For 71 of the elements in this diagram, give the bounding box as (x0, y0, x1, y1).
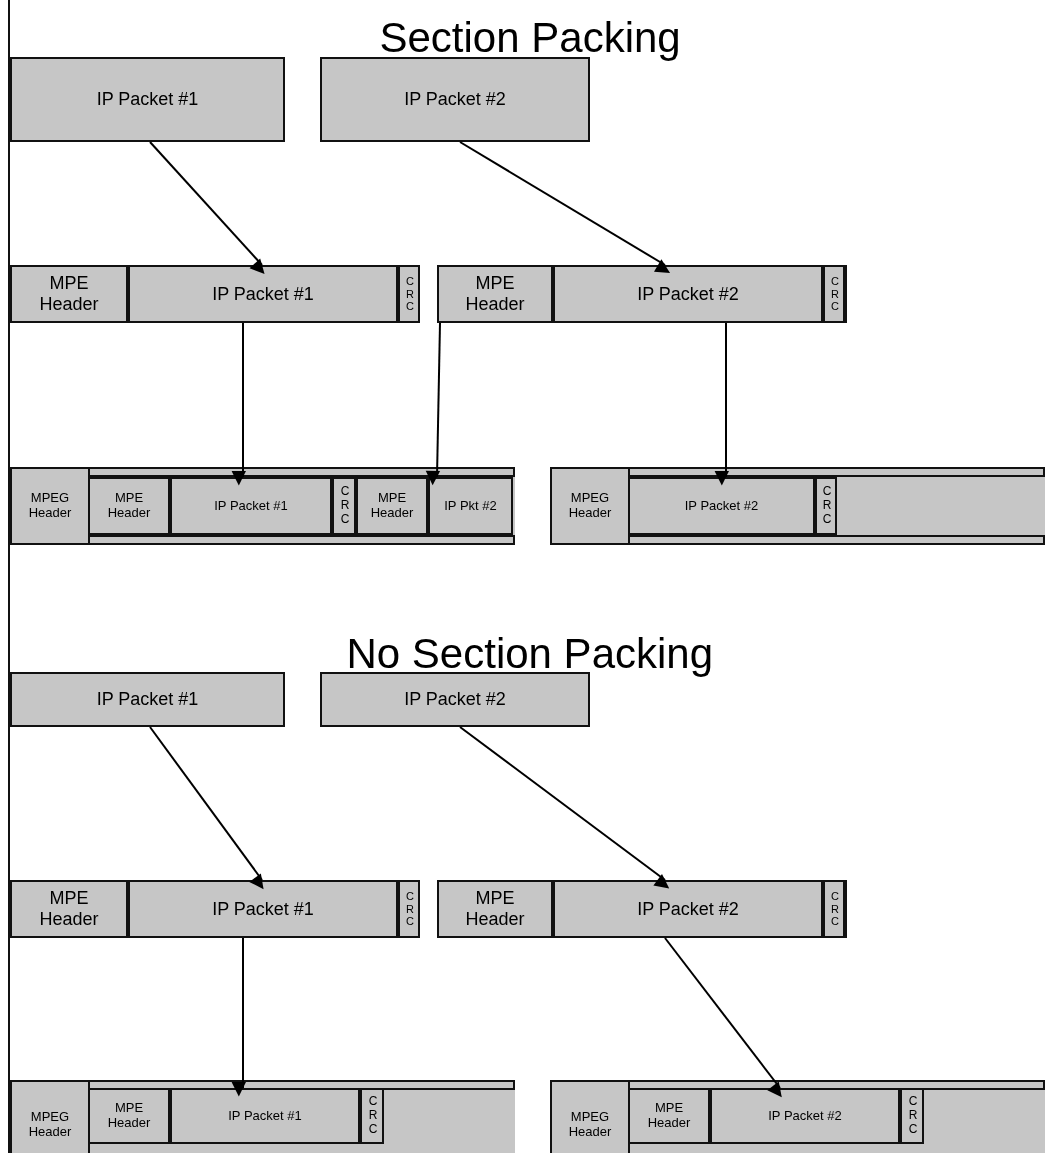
field-label: C R C (405, 275, 413, 313)
arrow (459, 726, 670, 889)
ts-packet-box (10, 467, 515, 545)
mpe-section-box (437, 265, 847, 323)
field-box (553, 880, 823, 938)
field-label: MPE Header (646, 1101, 692, 1131)
ts-packet-box (550, 467, 1045, 545)
field-label: C R C (830, 890, 838, 928)
field-box (170, 1088, 360, 1144)
field-label: IP Packet #1 (212, 898, 314, 920)
field-label: C R C (830, 275, 838, 313)
field-label: MPEG Header (567, 491, 613, 521)
field-label: IP Packet #2 (404, 89, 506, 110)
field-box (128, 265, 398, 323)
arrow (231, 937, 246, 1097)
arrow (231, 322, 246, 486)
crc-field-box (823, 265, 845, 323)
field-label: MPE Header (106, 1101, 152, 1131)
field-label: IP Pkt #2 (444, 498, 497, 514)
field-label: C R C (822, 485, 830, 527)
arrow (149, 141, 265, 275)
field-label: IP Packet #1 (96, 89, 199, 110)
field-label: MPE Header (369, 491, 415, 521)
field-label: IP Packet #2 (637, 283, 739, 305)
field-label: IP Packet #1 (214, 498, 288, 514)
field-label: MPEG Header (567, 1110, 613, 1140)
field-box (88, 1088, 170, 1144)
field-label: C R C (405, 890, 413, 928)
crc-field-box (332, 477, 356, 535)
arrow (149, 726, 264, 890)
crc-field-box (900, 1088, 924, 1144)
arrow (459, 141, 671, 273)
crc-field-box (815, 477, 837, 535)
field-box (170, 477, 332, 535)
field-label: MPE Header (464, 273, 526, 315)
field-label: MPE Header (38, 273, 100, 315)
arrow (425, 322, 441, 486)
field-box (628, 1088, 710, 1144)
field-label: MPE Header (38, 888, 100, 930)
packet-box (10, 57, 285, 142)
field-box (710, 1088, 900, 1144)
field-box (553, 265, 823, 323)
section-heading: No Section Packing (346, 630, 714, 678)
arrow (664, 937, 782, 1098)
crc-field-box (360, 1088, 384, 1144)
crc-field-box (823, 880, 845, 938)
field-label: IP Packet #2 (404, 689, 506, 710)
field-label: C R C (368, 1095, 376, 1137)
field-label: IP Packet #1 (212, 283, 314, 305)
field-box (428, 477, 513, 535)
field-label: IP Packet #1 (96, 689, 199, 710)
field-box (356, 477, 428, 535)
mpe-section-box (437, 880, 847, 938)
ts-packet-box (550, 1080, 1045, 1153)
field-label: C R C (908, 1095, 916, 1137)
field-label: MPE Header (106, 491, 152, 521)
field-label: MPE Header (464, 888, 526, 930)
field-box (628, 477, 815, 535)
field-label: IP Packet #2 (637, 898, 739, 920)
field-label: IP Packet #2 (768, 1108, 842, 1124)
field-box (88, 477, 170, 535)
field-label: C R C (340, 485, 348, 527)
arrow (714, 322, 729, 486)
section-heading: Section Packing (379, 14, 681, 62)
field-box (128, 880, 398, 938)
packet-box (10, 672, 285, 727)
field-label: MPEG Header (27, 491, 73, 521)
field-label: IP Packet #2 (684, 498, 759, 514)
field-label: IP Packet #1 (228, 1108, 302, 1124)
ts-packet-box (10, 1080, 515, 1153)
field-label: MPEG Header (27, 1110, 73, 1140)
